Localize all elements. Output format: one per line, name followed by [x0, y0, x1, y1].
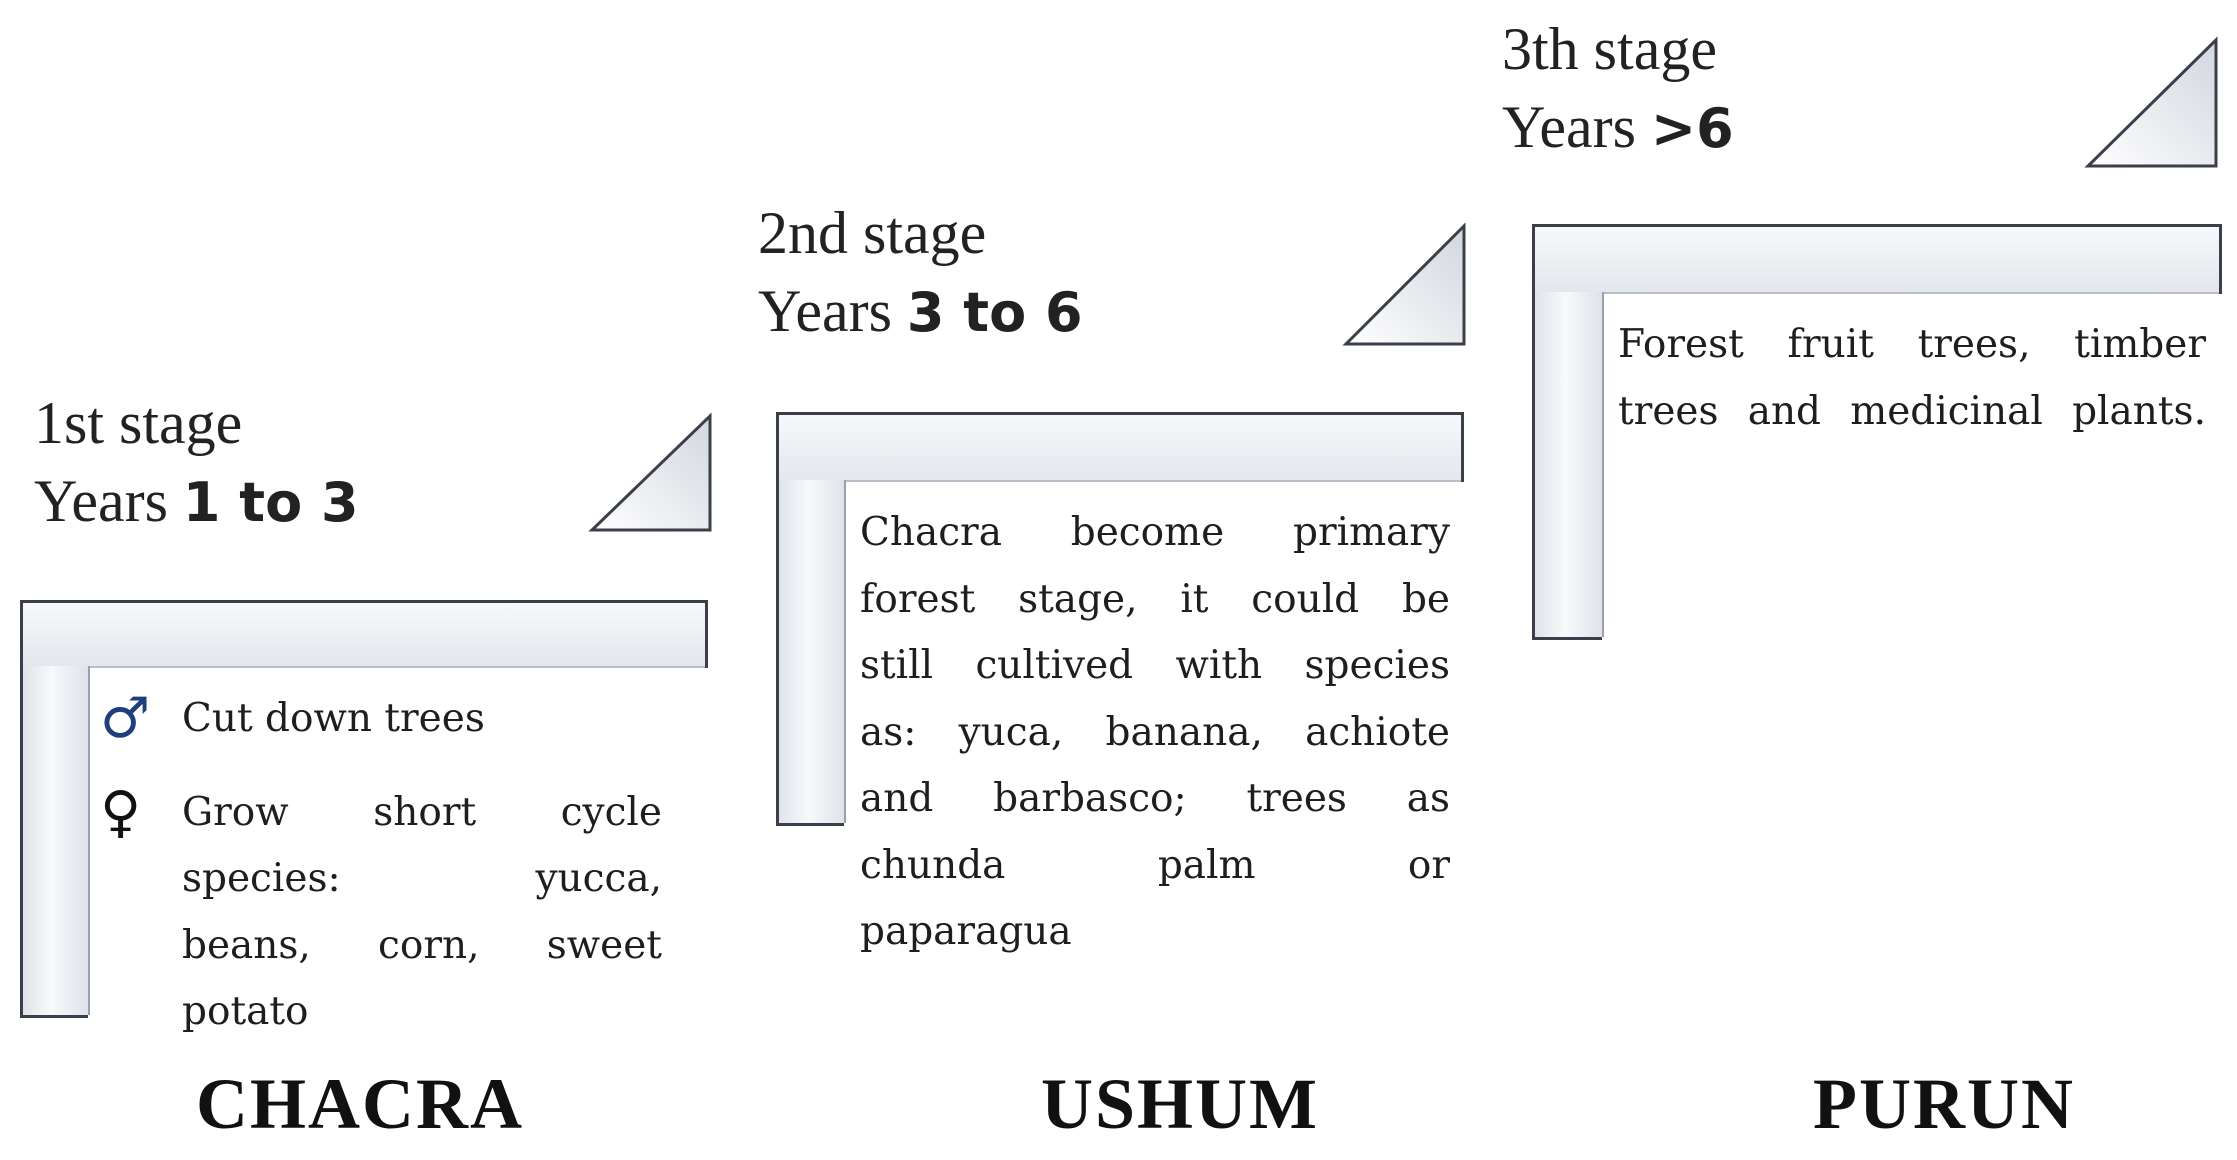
- female-symbol-icon: ♀: [100, 779, 142, 845]
- stage-2-step-top: [776, 412, 1464, 482]
- stage-1-step-top: [20, 600, 708, 668]
- stage-3-years: Years >6: [1502, 94, 1734, 160]
- stage-1-title: 1st stage: [34, 390, 243, 456]
- stage-2-arrow-icon: [1342, 222, 1466, 346]
- stage-3-name: PURUN: [1813, 1064, 2075, 1144]
- stage-1-arrow-icon: [588, 412, 712, 532]
- stage-2-step-side: [776, 480, 846, 826]
- stage-3-step-top: [1532, 224, 2222, 294]
- stage-3-heading: 3th stage Years >6: [1502, 10, 1734, 168]
- stage-2-years: Years 3 to 6: [758, 278, 1083, 344]
- stage-1-heading: 1st stage Years 1 to 3: [34, 384, 359, 542]
- stage-2-title: 2nd stage: [758, 200, 987, 266]
- stage-2-heading: 2nd stage Years 3 to 6: [758, 194, 1083, 352]
- stage-1-step-side: [20, 666, 90, 1018]
- stage-1-name: CHACRA: [196, 1064, 524, 1144]
- male-symbol-icon: ♂: [100, 686, 151, 751]
- activity-male: ♂ Cut down trees: [100, 686, 485, 751]
- stage-3-arrow-icon: [2084, 36, 2218, 168]
- stage-3-title: 3th stage: [1502, 16, 1717, 82]
- stage-1-years: Years 1 to 3: [34, 468, 359, 534]
- stage-3-step-side: [1532, 292, 1604, 640]
- stage-2-name: USHUM: [1041, 1064, 1319, 1144]
